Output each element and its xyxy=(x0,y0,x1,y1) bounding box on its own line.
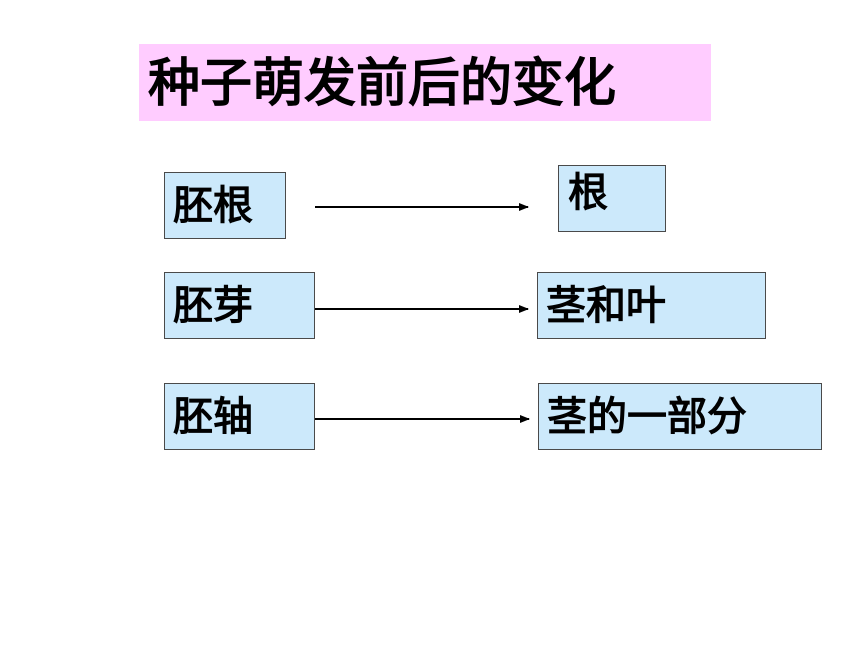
source-box-hypocotyl: 胚轴 xyxy=(164,383,315,450)
source-box-embryonic-root: 胚根 xyxy=(164,172,286,239)
source-label: 胚轴 xyxy=(173,394,253,440)
target-label: 根 xyxy=(568,170,608,216)
target-box-root: 根 xyxy=(558,165,666,232)
target-box-stem-and-leaf: 茎和叶 xyxy=(537,272,766,339)
source-label: 胚芽 xyxy=(173,283,253,329)
target-box-part-of-stem: 茎的一部分 xyxy=(538,383,822,450)
slide-title: 种子萌发前后的变化 xyxy=(139,44,711,121)
target-label: 茎和叶 xyxy=(546,283,666,329)
target-label: 茎的一部分 xyxy=(547,394,747,440)
source-box-plumule: 胚芽 xyxy=(164,272,315,339)
source-label: 胚根 xyxy=(173,183,253,229)
